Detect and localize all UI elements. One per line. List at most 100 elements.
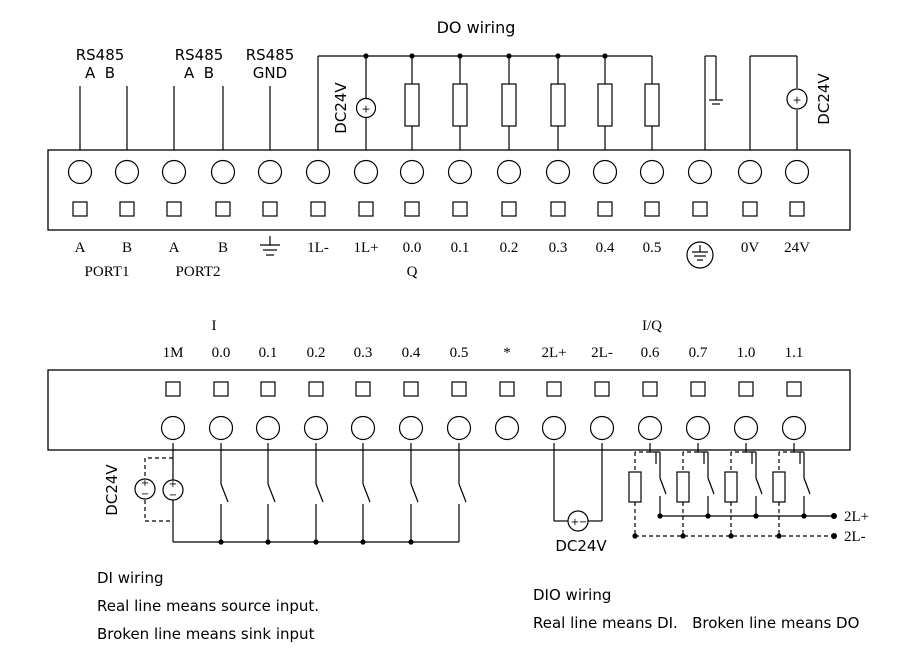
terminal-slot — [550, 201, 566, 217]
terminal-screw — [781, 415, 807, 441]
terminal-screw — [255, 415, 281, 441]
port2-label: PORT2 — [176, 264, 221, 280]
terminal-slot — [738, 381, 754, 397]
terminal-slot — [358, 201, 374, 217]
terminal-screw — [784, 159, 810, 185]
dio-switch — [803, 477, 811, 495]
dio-load-resistor — [724, 471, 738, 503]
q-group-label: Q — [407, 264, 418, 280]
rs485-wires — [79, 86, 271, 158]
di-sink-note: Broken line means sink input — [97, 625, 315, 643]
terminal-slot — [692, 201, 708, 217]
di-sink-supply: + − — [134, 478, 156, 500]
terminal-slot — [451, 381, 467, 397]
dio-wiring-title: DIO wiring — [533, 586, 611, 604]
terminal-screw — [447, 159, 473, 185]
dio-load-resistor — [676, 471, 690, 503]
top-terminal-labels: A B A B 1L- 1L+ 0.0 0.1 0.2 0.3 0.4 0.5 … — [75, 240, 811, 256]
terminal-screw — [114, 159, 140, 185]
top-terminal-label: 0.1 — [451, 240, 470, 256]
do-supply-right-label: DC24V — [815, 73, 833, 125]
terminal-slot — [501, 201, 517, 217]
terminal-slot — [260, 381, 276, 397]
terminal-slot — [642, 381, 658, 397]
di-source-supply: + − — [162, 479, 184, 501]
top-terminal-label: A — [169, 240, 180, 256]
di-wiring-title: DI wiring — [97, 569, 164, 587]
bottom-terminal-label: 0.7 — [689, 345, 708, 361]
di-wiring-lines — [172, 443, 467, 543]
dio-legend-note: Real line means DI. Broken line means DO — [533, 614, 859, 632]
terminal-slot — [72, 201, 88, 217]
bottom-terminal-label: 2L- — [591, 345, 613, 361]
terminal-screw — [545, 159, 571, 185]
di-supply-label: DC24V — [103, 464, 121, 516]
top-terminal-label: A — [75, 240, 86, 256]
dio-supply-label: DC24V — [555, 537, 607, 555]
io-group-label: I/Q — [642, 318, 662, 334]
do-wiring-lines — [317, 55, 798, 158]
terminal-slot — [594, 381, 610, 397]
top-terminal-label: 0.0 — [403, 240, 422, 256]
terminal-screw — [446, 415, 472, 441]
top-terminal-label: 0.3 — [549, 240, 568, 256]
top-terminal-label: 1L- — [307, 240, 329, 256]
top-terminal-slots — [72, 201, 805, 217]
bottom-terminal-label: 0.4 — [402, 345, 421, 361]
svg-text:+: + — [141, 478, 149, 489]
svg-text:−: − — [141, 489, 149, 500]
junction-dot — [728, 533, 734, 539]
dio-switch — [659, 477, 667, 495]
dio-supply-wire — [553, 443, 603, 522]
terminal-screw — [161, 159, 187, 185]
terminal-slot — [215, 201, 231, 217]
terminal-screw — [399, 159, 425, 185]
dio-supply: + − — [567, 510, 589, 532]
bottom-terminal-label: 0.1 — [259, 345, 278, 361]
terminal-screw — [541, 415, 567, 441]
bottom-terminal-screws — [160, 415, 807, 441]
terminal-slot — [213, 381, 229, 397]
terminal-screw — [398, 415, 424, 441]
svg-text:+: + — [792, 94, 801, 107]
do-junction-dots — [363, 53, 608, 59]
dio-load-resistor — [772, 471, 786, 503]
terminal-slot — [644, 201, 660, 217]
terminal-slot — [690, 381, 706, 397]
terminal-slot — [742, 201, 758, 217]
bus-2l-plus-label: 2L+ — [844, 509, 869, 525]
terminal-screw — [589, 415, 615, 441]
terminal-slot — [597, 201, 613, 217]
top-terminal-label: 24V — [784, 240, 810, 256]
bottom-terminal-labels: 1M 0.0 0.1 0.2 0.3 0.4 0.5 * 2L+ 2L- 0.6… — [163, 345, 804, 361]
terminal-slot — [403, 381, 419, 397]
terminal-screw — [350, 415, 376, 441]
terminal-screw — [592, 159, 618, 185]
dio-channel-wiring — [628, 443, 837, 539]
terminal-slot — [499, 381, 515, 397]
bottom-terminal-slots — [165, 381, 802, 397]
terminal-screw — [639, 159, 665, 185]
top-terminal-label: 0V — [741, 240, 760, 256]
terminal-slot — [165, 381, 181, 397]
rs485-port2-label: RS485 — [175, 46, 224, 64]
terminal-screw — [494, 415, 520, 441]
bottom-terminal-block — [47, 369, 851, 451]
do-load-resistors — [404, 83, 660, 127]
do-supply-right: + — [786, 88, 808, 110]
protective-earth-icon — [686, 241, 714, 269]
terminal-slot — [119, 201, 135, 217]
rs485-gnd-label: RS485 — [246, 46, 295, 64]
top-terminal-label: 0.5 — [643, 240, 662, 256]
terminal-screw — [67, 159, 93, 185]
bus-terminal-dot — [831, 513, 837, 519]
terminal-screw — [257, 159, 283, 185]
terminal-slot — [404, 201, 420, 217]
bottom-terminal-label: 0.5 — [450, 345, 469, 361]
terminal-screw — [353, 159, 379, 185]
bus-terminal-dot — [831, 533, 837, 539]
bus-2l-minus-label: 2L- — [844, 529, 866, 545]
top-terminal-screws — [67, 159, 810, 185]
svg-text:+: + — [361, 103, 370, 116]
terminal-screw — [496, 159, 522, 185]
